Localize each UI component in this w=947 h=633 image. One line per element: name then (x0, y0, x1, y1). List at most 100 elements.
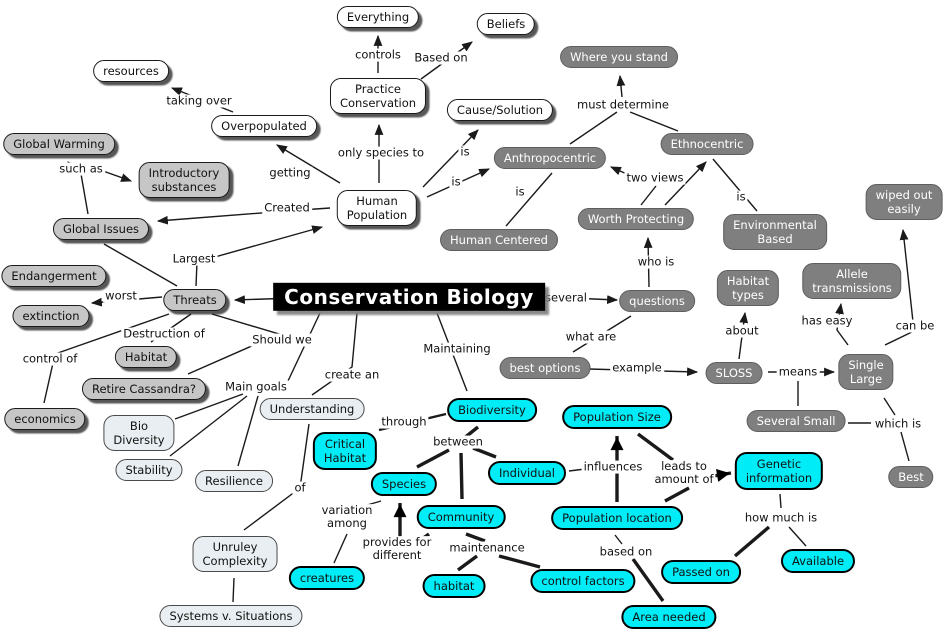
connection-line (788, 526, 807, 547)
concept-node-systems-v-situations[interactable]: Systems v. Situations (159, 604, 303, 628)
connection-line (569, 111, 618, 145)
concept-node-habitat-types[interactable]: Habitat types (716, 269, 780, 307)
link-label-based-on-area[interactable]: based on (597, 544, 655, 559)
concept-node-worth-protecting[interactable]: Worth Protecting (577, 207, 695, 231)
concept-node-threats[interactable]: Threats (163, 288, 227, 312)
link-label-maintenance[interactable]: maintenance (447, 540, 527, 555)
link-label-two-views[interactable]: two views (624, 170, 686, 185)
concept-node-stability[interactable]: Stability (115, 458, 183, 482)
concept-node-introductory-substances[interactable]: Introductory substances (138, 161, 230, 199)
concept-node-resilience[interactable]: Resilience (195, 469, 273, 493)
concept-node-population-location[interactable]: Population location (551, 505, 683, 531)
link-label-should-we[interactable]: Should we (250, 332, 314, 347)
connection-line (616, 74, 626, 98)
link-label-only-species-to[interactable]: only species to (335, 145, 427, 160)
link-label-means[interactable]: means (776, 364, 820, 379)
link-label-getting[interactable]: getting (267, 165, 313, 180)
concept-node-bio-diversity[interactable]: Bio Diversity (103, 414, 175, 452)
link-label-leads-to-amount-of[interactable]: leads to amount of (652, 459, 716, 486)
concept-node-species[interactable]: Species (370, 471, 438, 497)
concept-node-habitat-cyan[interactable]: habitat (422, 573, 486, 599)
concept-node-control-factors[interactable]: control factors (530, 568, 636, 594)
concept-node-everything[interactable]: Everything (336, 5, 420, 29)
connection-line (169, 395, 248, 457)
concept-node-individual[interactable]: Individual (487, 460, 567, 486)
concept-node-resources[interactable]: resources (93, 59, 169, 83)
link-label-taking-over[interactable]: taking over (164, 93, 234, 108)
link-label-maintaining[interactable]: Maintaining (421, 341, 493, 356)
link-label-create-an[interactable]: create an (322, 367, 382, 382)
link-label-largest[interactable]: Largest (170, 251, 218, 266)
concept-node-practice-conservation[interactable]: Practice Conservation (329, 77, 427, 115)
concept-node-economics[interactable]: economics (4, 407, 86, 431)
concept-node-environmental-based[interactable]: Environmental Based (723, 213, 827, 251)
concept-node-community[interactable]: Community (416, 504, 506, 530)
link-label-main-goals[interactable]: Main goals (223, 379, 289, 394)
concept-node-human-population[interactable]: Human Population (336, 189, 418, 227)
concept-node-wiped-out-easily[interactable]: wiped out easily (865, 183, 943, 221)
concept-node-best-options[interactable]: best options (499, 356, 591, 380)
link-label-controls[interactable]: controls (353, 47, 403, 62)
link-label-can-be[interactable]: can be (893, 318, 937, 333)
link-label-about[interactable]: about (723, 323, 761, 338)
concept-node-questions[interactable]: questions (619, 289, 695, 313)
concept-node-anthropocentric[interactable]: Anthropocentric (493, 146, 607, 170)
concept-node-area-needed[interactable]: Area needed (621, 604, 717, 630)
concept-node-beliefs[interactable]: Beliefs (476, 12, 536, 36)
concept-node-genetic-information[interactable]: Genetic information (734, 451, 824, 491)
concept-node-available[interactable]: Available (780, 548, 856, 574)
concept-node-allele-transmissions[interactable]: Allele transmissions (802, 262, 902, 300)
concept-node-where-you-stand[interactable]: Where you stand (560, 45, 678, 69)
concept-node-passed-on[interactable]: Passed on (661, 559, 741, 585)
concept-node-overpopulated[interactable]: Overpopulated (211, 114, 317, 138)
link-label-several[interactable]: several (543, 290, 589, 305)
link-label-variation-among[interactable]: variation among (319, 503, 375, 530)
concept-node-human-centered[interactable]: Human Centered (440, 228, 558, 252)
concept-node-critical-habitat[interactable]: Critical Habitat (312, 431, 378, 471)
link-label-has-easy[interactable]: has easy (799, 313, 855, 328)
link-label-influences[interactable]: influences (581, 459, 645, 474)
concept-node-global-warming[interactable]: Global Warming (3, 132, 115, 156)
link-label-which-is[interactable]: which is (872, 416, 924, 431)
link-label-between[interactable]: between (431, 434, 485, 449)
link-label-destruction-of[interactable]: Destruction of (121, 326, 207, 341)
concept-node-global-issues[interactable]: Global Issues (52, 217, 150, 241)
concept-node-endangerment[interactable]: Endangerment (1, 264, 107, 288)
link-label-is-env-based[interactable]: is (734, 189, 748, 204)
concept-node-extinction[interactable]: extinction (12, 304, 90, 328)
link-label-how-much-is[interactable]: how much is (742, 510, 820, 525)
concept-node-several-small[interactable]: Several Small (746, 409, 846, 433)
link-label-example[interactable]: example (610, 360, 664, 375)
connection-line (712, 158, 758, 212)
link-label-worst[interactable]: worst (103, 288, 139, 303)
concept-node-conservation-biology[interactable]: Conservation Biology (273, 282, 545, 312)
concept-node-cause-solution[interactable]: Cause/Solution (446, 98, 554, 122)
concept-node-ethnocentric[interactable]: Ethnocentric (660, 132, 754, 156)
concept-node-best[interactable]: Best (888, 465, 934, 489)
link-label-what-are[interactable]: what are (563, 329, 619, 344)
link-label-such-as[interactable]: such as (57, 161, 105, 176)
link-label-control-of[interactable]: control of (20, 351, 80, 366)
concept-node-unruley-complexity[interactable]: Unruley Complexity (192, 535, 278, 573)
link-label-provides-for-different[interactable]: provides for different (360, 535, 434, 562)
concept-node-habitat-threat[interactable]: Habitat (114, 345, 178, 369)
link-label-who-is[interactable]: who is (635, 254, 677, 269)
link-label-is-cause[interactable]: is (458, 144, 472, 159)
concept-node-single-large[interactable]: Single Large (838, 353, 894, 391)
concept-node-population-size[interactable]: Population Size (562, 404, 672, 430)
link-label-is-human-centered[interactable]: is (513, 184, 527, 199)
link-label-of[interactable]: of (292, 480, 308, 495)
link-label-through[interactable]: through (379, 414, 429, 429)
concept-node-creatures[interactable]: creatures (288, 565, 366, 591)
concept-node-biodiversity[interactable]: Biodiversity (447, 397, 537, 423)
link-label-based-on-beliefs[interactable]: Based on (412, 50, 470, 65)
link-label-created[interactable]: Created (262, 200, 312, 215)
concept-node-sloss[interactable]: SLOSS (705, 361, 763, 385)
connection-line (237, 395, 259, 467)
concept-node-retire-cassandra[interactable]: Retire Cassandra? (81, 377, 207, 401)
concept-node-understanding[interactable]: Understanding (259, 397, 365, 421)
connection-line (311, 312, 358, 396)
link-label-is-anthro[interactable]: is (449, 174, 463, 189)
connection-line (333, 533, 348, 564)
link-label-must-determine[interactable]: must determine (575, 97, 671, 112)
